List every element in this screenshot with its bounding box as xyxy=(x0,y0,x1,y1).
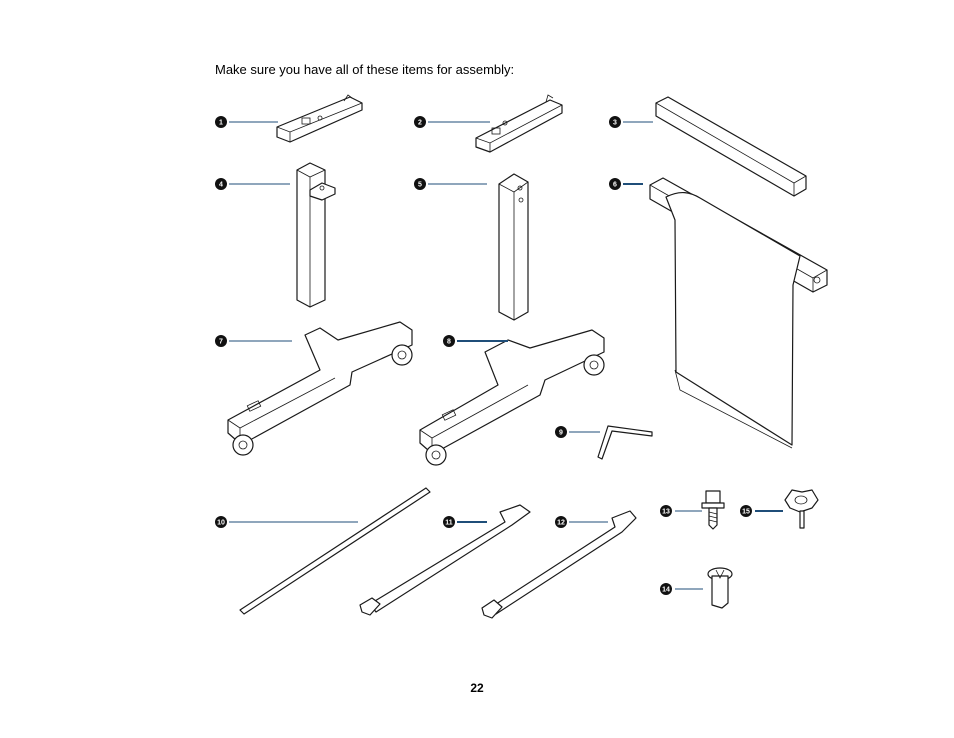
callout-11-label: 11 xyxy=(445,520,453,527)
callout-14: 14 xyxy=(660,583,672,595)
part-14-anchor xyxy=(707,567,733,609)
callout-9: 9 xyxy=(555,426,567,438)
callout-8-label: 8 xyxy=(447,339,451,346)
intro-text: Make sure you have all of these items fo… xyxy=(215,62,515,77)
part-5-upright xyxy=(498,173,529,321)
part-15-knob xyxy=(784,489,819,529)
callout-7: 7 xyxy=(215,335,227,347)
callout-4-label: 4 xyxy=(219,182,223,189)
callout-7-label: 7 xyxy=(219,339,223,346)
page-number: 22 xyxy=(470,681,484,695)
callout-5: 5 xyxy=(414,178,426,190)
callout-8: 8 xyxy=(443,335,455,347)
part-4-upright xyxy=(296,162,336,308)
callout-14-label: 14 xyxy=(662,587,670,594)
callout-15: 15 xyxy=(740,505,752,517)
part-12-arm xyxy=(481,510,637,619)
part-11-arm xyxy=(359,504,531,616)
callout-4: 4 xyxy=(215,178,227,190)
callout-9-label: 9 xyxy=(559,430,563,437)
callout-6: 6 xyxy=(609,178,621,190)
callout-10: 10 xyxy=(215,516,227,528)
part-6-paper-basket xyxy=(649,177,828,449)
callout-12-label: 12 xyxy=(557,520,565,527)
callout-2: 2 xyxy=(414,116,426,128)
callout-11: 11 xyxy=(443,516,455,528)
part-8-foot xyxy=(419,329,605,466)
part-13-screw xyxy=(701,490,725,530)
callout-13-label: 13 xyxy=(662,509,670,516)
callout-6-label: 6 xyxy=(613,182,617,189)
callout-3: 3 xyxy=(609,116,621,128)
callout-3-label: 3 xyxy=(613,120,617,127)
part-3-bar xyxy=(655,96,807,197)
callout-13: 13 xyxy=(660,505,672,517)
callout-10-label: 10 xyxy=(217,520,225,527)
callout-1: 1 xyxy=(215,116,227,128)
part-10-rod xyxy=(239,487,431,615)
callout-2-label: 2 xyxy=(418,120,422,127)
part-1-bracket xyxy=(276,94,363,143)
callout-5-label: 5 xyxy=(418,182,422,189)
callout-badges: 1 2 3 4 5 6 7 8 9 10 11 12 13 14 15 xyxy=(215,116,752,595)
part-7-foot xyxy=(227,321,413,456)
callout-12: 12 xyxy=(555,516,567,528)
callout-1-label: 1 xyxy=(219,120,223,127)
callout-15-label: 15 xyxy=(742,509,750,516)
part-2-bracket xyxy=(475,94,563,153)
part-9-hex-key xyxy=(597,425,653,460)
